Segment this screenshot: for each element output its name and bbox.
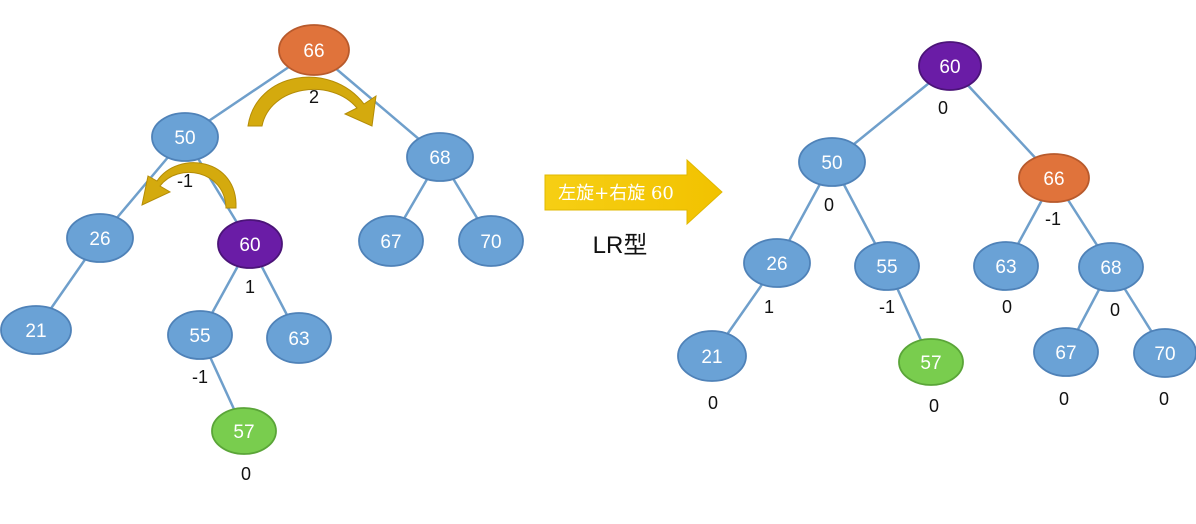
before-node-68: 68 xyxy=(406,132,474,182)
before-bf-57: 0 xyxy=(241,464,251,484)
after-bf-26: 1 xyxy=(764,297,774,317)
after-bf-67: 0 xyxy=(1059,389,1069,409)
before-node-70: 70 xyxy=(458,215,524,267)
before-node-63: 63 xyxy=(266,312,332,364)
svg-text:68: 68 xyxy=(1100,258,1121,279)
before-node-66: 66 xyxy=(278,24,350,76)
left-rotation-arrow xyxy=(141,162,237,209)
svg-text:66: 66 xyxy=(303,41,324,62)
rotation-label-root: 2 xyxy=(309,87,319,107)
after-node-60: 60 xyxy=(918,41,982,91)
svg-text:66: 66 xyxy=(1043,169,1064,190)
before-node-26: 26 xyxy=(66,213,134,263)
rotation-type-label: LR型 xyxy=(593,232,648,259)
after-node-50: 50 xyxy=(798,137,866,187)
before-tree: 2 -1 66 50 68 26 60 xyxy=(0,24,524,484)
after-node-67: 67 xyxy=(1033,327,1099,377)
before-node-67: 67 xyxy=(358,215,424,267)
svg-text:57: 57 xyxy=(920,353,941,374)
after-bf-68: 0 xyxy=(1110,300,1120,320)
after-node-70: 70 xyxy=(1133,328,1196,378)
before-nodes: 66 50 68 26 60 1 67 xyxy=(0,24,524,484)
svg-text:63: 63 xyxy=(288,329,309,350)
after-bf-21: 0 xyxy=(708,393,718,413)
after-tree: 60 0 50 0 66 -1 26 1 55 -1 xyxy=(677,41,1196,416)
before-node-21: 21 xyxy=(0,305,72,355)
after-node-63: 63 xyxy=(973,241,1039,291)
svg-text:68: 68 xyxy=(429,148,450,169)
after-bf-63: 0 xyxy=(1002,297,1012,317)
after-nodes: 60 0 50 0 66 -1 26 1 55 -1 xyxy=(677,41,1196,416)
before-bf-55: -1 xyxy=(192,367,208,387)
svg-text:26: 26 xyxy=(89,229,110,250)
after-node-68: 68 xyxy=(1078,242,1144,292)
svg-text:70: 70 xyxy=(1154,344,1175,365)
after-bf-66: -1 xyxy=(1045,209,1061,229)
svg-text:50: 50 xyxy=(821,153,842,174)
svg-text:60: 60 xyxy=(939,57,960,78)
after-bf-57: 0 xyxy=(929,396,939,416)
svg-text:55: 55 xyxy=(189,326,210,347)
after-node-21: 21 xyxy=(677,330,747,382)
svg-text:70: 70 xyxy=(480,232,501,253)
before-bf-60: 1 xyxy=(245,277,255,297)
svg-text:55: 55 xyxy=(876,257,897,278)
transition-arrow: 左旋+右旋 60 xyxy=(544,158,723,226)
svg-text:21: 21 xyxy=(25,321,46,342)
transition-label: 左旋+右旋 60 xyxy=(558,183,674,204)
after-node-57: 57 xyxy=(898,338,964,386)
svg-text:63: 63 xyxy=(995,257,1016,278)
svg-text:26: 26 xyxy=(766,254,787,275)
before-node-60: 60 xyxy=(217,219,283,269)
after-node-55: 55 xyxy=(854,241,920,291)
after-node-26: 26 xyxy=(743,238,811,288)
before-node-57: 57 xyxy=(211,407,277,455)
before-node-55: 55 xyxy=(167,310,233,360)
after-bf-55: -1 xyxy=(879,297,895,317)
svg-text:50: 50 xyxy=(174,128,195,149)
svg-text:60: 60 xyxy=(239,235,260,256)
right-rotation-arrow xyxy=(247,76,377,127)
svg-text:67: 67 xyxy=(380,232,401,253)
rotation-label-left: -1 xyxy=(177,171,193,191)
after-node-66: 66 xyxy=(1018,153,1090,203)
after-bf-60: 0 xyxy=(938,98,948,118)
after-bf-50: 0 xyxy=(824,195,834,215)
before-node-50: 50 xyxy=(151,112,219,162)
svg-text:21: 21 xyxy=(701,347,722,368)
svg-text:67: 67 xyxy=(1055,343,1076,364)
svg-text:57: 57 xyxy=(233,422,254,443)
after-bf-70: 0 xyxy=(1159,389,1169,409)
